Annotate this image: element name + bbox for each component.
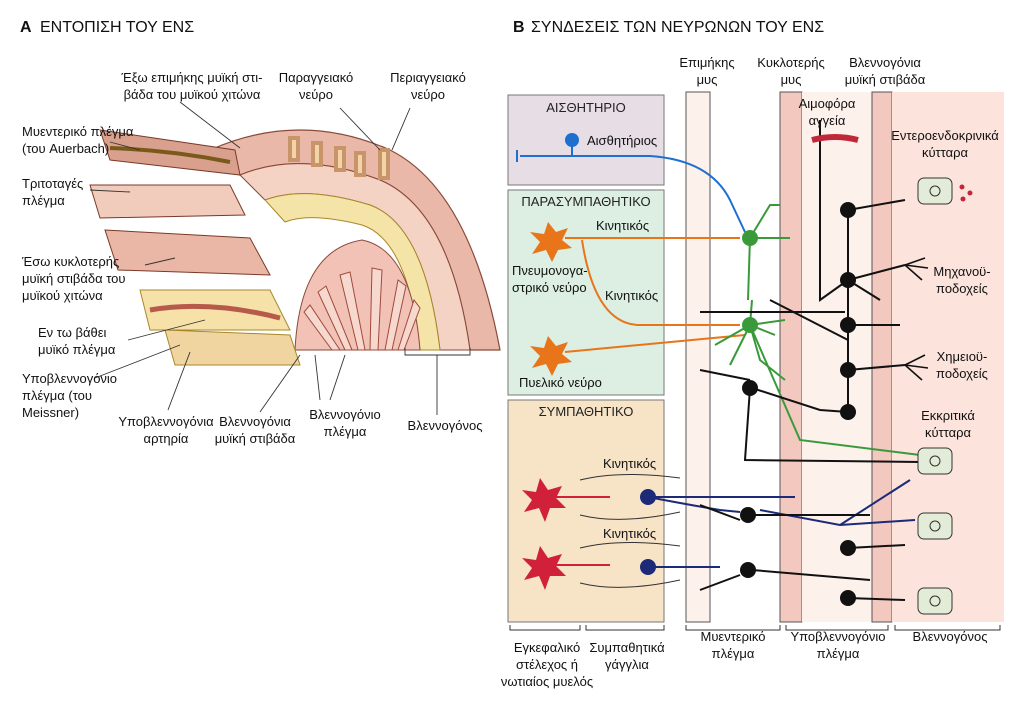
secretory-cell-icon xyxy=(917,447,953,615)
label-submucosal-plexus-b: Υποβλεννογόνιο xyxy=(790,629,885,644)
panel-a: A ΕΝΤΟΠΙΣΗ ΤΟΥ ΕΝΣ xyxy=(20,19,501,446)
label-mechanoreceptors-2: ποδοχείς xyxy=(936,281,988,296)
label-paraganglion-nerve: Παραγγειακό xyxy=(279,70,354,85)
panel-b-title: ΣΥΝΔΕΣΕΙΣ ΤΩΝ ΝΕΥΡΩΝΩΝ ΤΟΥ ΕΝΣ xyxy=(531,19,824,36)
enteric-neurons xyxy=(699,120,921,601)
gut-wall-illustration xyxy=(89,129,501,366)
header-longitudinal-muscle: Επιμήκης xyxy=(679,55,734,70)
header-circular-muscle: Κυκλοτερής xyxy=(757,55,824,70)
enteric-green-neurons xyxy=(742,230,758,333)
label-motor-3: Κινητικός xyxy=(603,456,656,471)
sensory-neuron xyxy=(516,133,746,233)
label-sympathetic-ganglia: Συμπαθητικά xyxy=(589,640,665,655)
parasympathetic-box-title: ΠΑΡΑΣΥΜΠΑΘΗΤΙΚΟ xyxy=(521,194,650,209)
header-muscularis-mucosae: Βλεννογόνια xyxy=(849,55,921,70)
label-myenteric-plexus-b: Μυεντερικό xyxy=(700,629,765,644)
label-pelvic-nerve: Πυελικό νεύρο xyxy=(519,375,602,390)
label-enteroendocrine-cells-2: κύτταρα xyxy=(922,145,969,160)
parasympathetic-box xyxy=(507,189,665,396)
panel-b-letter: B xyxy=(513,19,525,36)
label-sympathetic-ganglia-2: γάγγλια xyxy=(605,657,649,672)
label-submucosal-plexus: Υποβλεννογόνιο xyxy=(22,371,117,386)
label-outer-longitudinal-2: βάδα του μυϊκού χιτώνα xyxy=(124,87,261,102)
label-mucosal-plexus-2: πλέγμα xyxy=(324,424,367,439)
label-mucosal-plexus: Βλεννογόνιο xyxy=(309,407,381,422)
label-outer-longitudinal: Έξω επιμήκης μυϊκή στι- xyxy=(121,70,263,85)
label-submucosal-artery: Υποβλεννογόνια xyxy=(118,414,214,429)
label-inner-circular: Έσω κυκλοτερής xyxy=(21,254,119,269)
label-mucosa-a: Βλεννογόνος xyxy=(408,418,483,433)
label-motor-1: Κινητικός xyxy=(596,218,649,233)
label-secretory-cells-2: κύτταρα xyxy=(925,425,972,440)
label-tertiary-plexus: Τριτοταγές xyxy=(22,176,83,191)
label-blood-vessels-2: αγγεία xyxy=(809,113,846,128)
label-brainstem-3: νωτιαίος μυελός xyxy=(501,674,593,689)
label-inner-circular-2: μυϊκή στιβάδα του xyxy=(22,271,126,286)
enteric-black-somata xyxy=(740,202,856,606)
label-enteroendocrine-cells: Εντεροενδοκρινικά xyxy=(891,128,999,143)
header-longitudinal-muscle-2: μυς xyxy=(697,72,718,87)
label-muscularis-mucosae: Βλεννογόνια xyxy=(219,414,291,429)
label-vagus-nerve: Πνευμονογα- xyxy=(512,263,588,278)
label-myenteric-plexus: Μυεντερικό πλέγμα xyxy=(22,124,134,139)
label-inner-circular-3: μυϊκού χιτώνα xyxy=(22,288,103,303)
panel-b: B ΣΥΝΔΕΣΕΙΣ ΤΩΝ ΝΕΥΡΩΝΩΝ ΤΟΥ ΕΝΣ Επιμήκη… xyxy=(501,19,1004,689)
label-motor-2: Κινητικός xyxy=(605,288,658,303)
label-submucosal-plexus-2: πλέγμα (του xyxy=(22,388,92,403)
header-muscularis-mucosae-2: μυϊκή στιβάδα xyxy=(845,72,926,87)
parasympathetic-preganglionic xyxy=(564,237,746,353)
label-brainstem: Εγκεφαλικό xyxy=(514,640,580,655)
sympathetic-preganglionic xyxy=(552,496,610,566)
label-mucosa-b: Βλεννογόνος xyxy=(913,629,988,644)
blood-vessel-icon xyxy=(811,134,859,143)
label-muscularis-mucosae-2: μυϊκή στιβάδα xyxy=(215,431,296,446)
label-secretory-cells: Εκκριτικά xyxy=(921,408,975,423)
label-paraganglion-nerve-2: νεύρο xyxy=(299,87,333,102)
label-sensory-neuron: Αισθητήριος xyxy=(587,133,657,148)
label-mechanoreceptors: Μηχανοϋ- xyxy=(933,264,990,279)
sympathetic-somata xyxy=(522,478,566,590)
label-brainstem-2: στέλεχος ή xyxy=(516,657,578,672)
chemoreceptor-endings xyxy=(904,354,929,381)
label-motor-4: Κινητικός xyxy=(603,526,656,541)
label-myenteric-plexus-b-2: πλέγμα xyxy=(712,646,755,661)
label-submucosal-plexus-3: Meissner) xyxy=(22,405,79,420)
enteroendocrine-cell-icon xyxy=(917,177,973,205)
label-deep-muscular-plexus-2: μυϊκό πλέγμα xyxy=(38,342,116,357)
header-circular-muscle-2: μυς xyxy=(781,72,802,87)
label-chemoreceptors: Χημειοϋ- xyxy=(937,349,988,364)
label-submucosal-artery-2: αρτηρία xyxy=(144,431,189,446)
sympathetic-ganglia xyxy=(579,473,681,588)
panel-a-letter: A xyxy=(20,19,32,36)
label-myenteric-plexus-2: (του Auerbach) xyxy=(22,141,109,156)
label-submucosal-plexus-b-2: πλέγμα xyxy=(817,646,860,661)
leader-lines-a xyxy=(89,101,471,415)
sensory-box xyxy=(507,94,665,186)
label-tertiary-plexus-2: πλέγμα xyxy=(22,193,65,208)
label-periangio-nerve-2: νεύρο xyxy=(411,87,445,102)
parasympathetic-somata xyxy=(530,222,572,376)
label-periangio-nerve: Περιαγγειακό xyxy=(390,70,466,85)
sympathetic-ganglion-cells xyxy=(640,489,656,575)
label-deep-muscular-plexus: Εν τω βάθει xyxy=(38,325,107,340)
sympathetic-box xyxy=(507,399,665,623)
label-vagus-nerve-2: στρικό νεύρο xyxy=(512,280,587,295)
mechanoreceptor-endings xyxy=(904,257,929,281)
bottom-brackets xyxy=(509,625,1001,631)
panel-a-title: ΕΝΤΟΠΙΣΗ ΤΟΥ ΕΝΣ xyxy=(40,19,194,36)
label-chemoreceptors-2: ποδοχείς xyxy=(936,366,988,381)
sensory-box-title: ΑΙΣΘΗΤΗΡΙΟ xyxy=(546,100,626,115)
label-blood-vessels: Αιμοφόρα xyxy=(799,96,856,111)
sympathetic-box-title: ΣΥΜΠΑΘΗΤΙΚΟ xyxy=(539,404,634,419)
